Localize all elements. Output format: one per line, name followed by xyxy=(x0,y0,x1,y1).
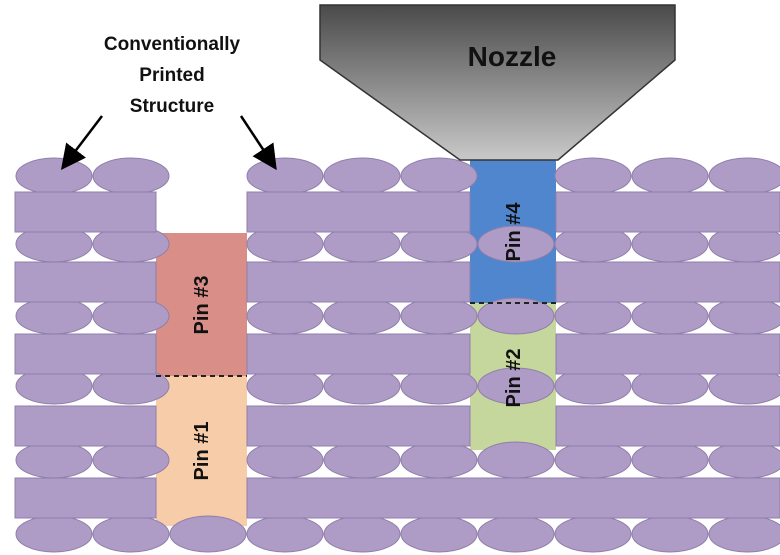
pin-4-label: Pin #4 xyxy=(503,202,525,262)
filament-layer-bar xyxy=(555,261,780,303)
filament-layer-bar xyxy=(14,191,157,233)
filament-bead xyxy=(246,157,324,195)
filament-layer-bar xyxy=(246,405,471,447)
filament-bead xyxy=(708,297,780,335)
structure-label-line-1: Conventionally xyxy=(104,34,241,55)
filament-bead xyxy=(400,515,478,553)
arrow-right xyxy=(239,115,277,171)
filament-bead xyxy=(554,515,632,553)
filament-bead xyxy=(92,441,170,479)
filament-bead xyxy=(477,515,555,553)
filament-bead xyxy=(15,297,93,335)
filament-bead xyxy=(92,297,170,335)
pin-1-label: Pin #1 xyxy=(191,422,213,481)
filament-layer-bar xyxy=(246,191,471,233)
filament-layer-bar xyxy=(14,261,157,303)
filament-bead xyxy=(400,297,478,335)
filament-bead xyxy=(477,367,555,405)
filament-bead xyxy=(631,157,709,195)
filament-bead xyxy=(15,157,93,195)
filament-layer-bar xyxy=(555,191,780,233)
filament-bead xyxy=(15,515,93,553)
filament-bead xyxy=(477,225,555,263)
structure-label-line-2: Printed xyxy=(139,65,204,86)
filament-bead xyxy=(246,297,324,335)
filament-layer-bar xyxy=(246,261,471,303)
structure-label-line-3: Structure xyxy=(130,96,214,117)
filament-bead xyxy=(477,441,555,479)
filament-layer-bar xyxy=(246,477,780,519)
nozzle-label: Nozzle xyxy=(468,41,557,72)
filament-bead xyxy=(92,157,170,195)
filament-bead xyxy=(92,515,170,553)
filament-bead xyxy=(708,441,780,479)
filament-bead xyxy=(554,297,632,335)
arrow-left xyxy=(60,115,103,170)
filament-layer-bar xyxy=(14,333,157,375)
filament-layer-bar xyxy=(555,333,780,375)
pin-2-label: Pin #2 xyxy=(503,349,525,408)
filament-bead xyxy=(400,441,478,479)
filament-bead xyxy=(631,441,709,479)
filament-bead xyxy=(323,297,401,335)
filament-layer-bar xyxy=(14,477,157,519)
filament-bead xyxy=(631,297,709,335)
filament-bead xyxy=(400,157,478,195)
filament-bead xyxy=(246,515,324,553)
nozzle-shape xyxy=(319,4,676,161)
filament-bead xyxy=(169,515,247,553)
filament-bead xyxy=(708,515,780,553)
conventionally-printed-structure xyxy=(14,157,780,553)
filament-bead xyxy=(554,441,632,479)
filament-bead xyxy=(323,157,401,195)
filament-layer-bar xyxy=(555,405,780,447)
filament-bead xyxy=(477,297,555,335)
filament-layer-bar xyxy=(246,333,471,375)
pin-3-region xyxy=(156,233,247,376)
filament-bead xyxy=(15,441,93,479)
filament-bead xyxy=(554,157,632,195)
filament-layer-bar xyxy=(14,405,157,447)
filament-bead xyxy=(323,441,401,479)
filament-bead xyxy=(708,157,780,195)
filament-bead xyxy=(246,441,324,479)
filament-bead xyxy=(631,515,709,553)
pin-1-region xyxy=(156,376,247,526)
pin-3-label: Pin #3 xyxy=(191,276,213,335)
filament-bead xyxy=(323,515,401,553)
